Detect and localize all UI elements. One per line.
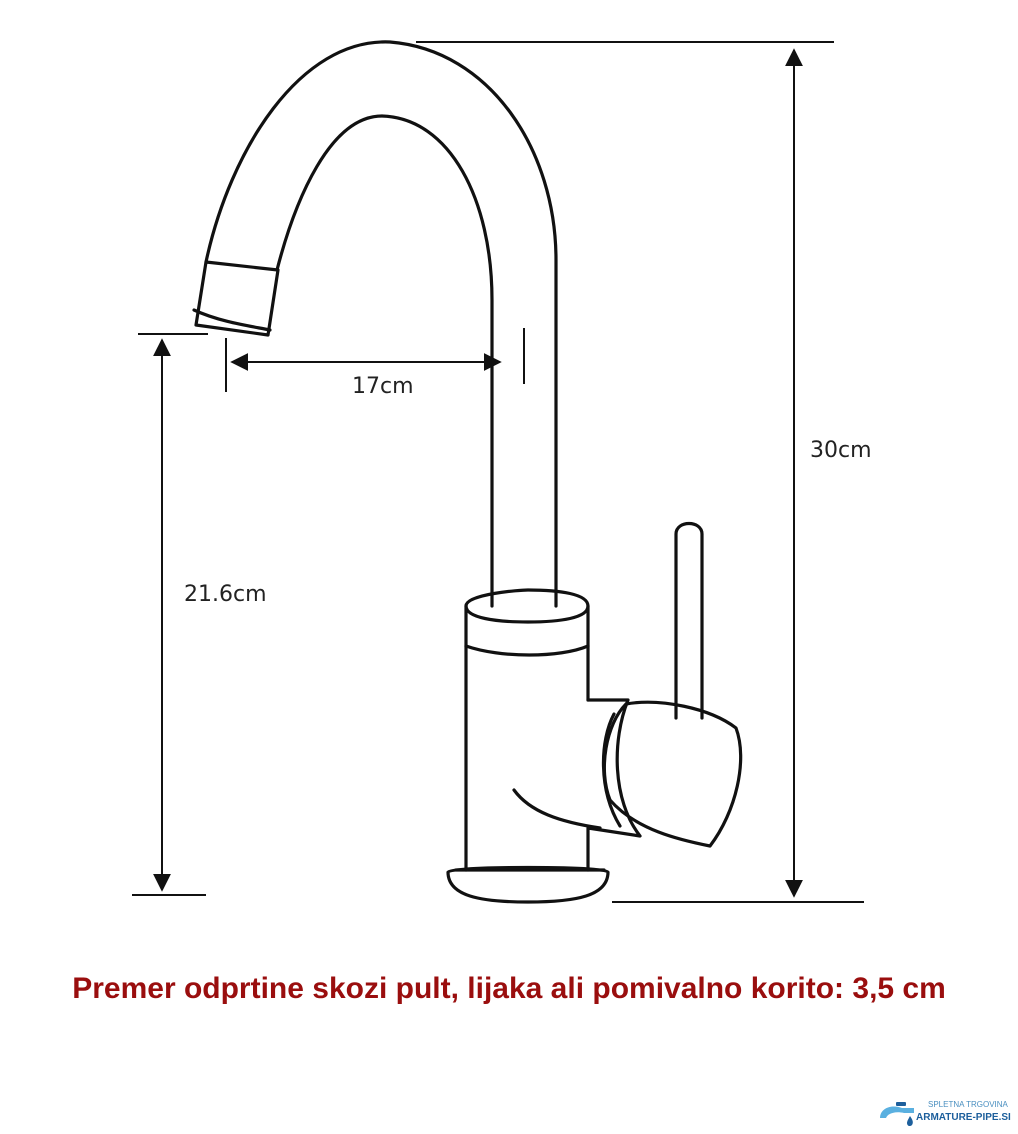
body-collar-top <box>464 588 590 624</box>
dimension-spout-reach <box>225 328 525 392</box>
dimension-total-height <box>416 41 864 903</box>
store-logo[interactable]: SPLETNA TRGOVINA ARMATURE-PIPE.SI <box>872 1096 1012 1132</box>
spout-height-label: 21.6cm <box>184 582 267 607</box>
logo-tagline: SPLETNA TRGOVINA <box>928 1100 1008 1109</box>
total-height-label: 30cm <box>810 438 872 463</box>
body-band <box>464 644 590 657</box>
spout-tip-ring <box>192 308 272 332</box>
spout-inner-curve <box>275 114 494 608</box>
logo-name: ARMATURE-PIPE.SI <box>916 1112 1011 1123</box>
faucet-outline <box>192 40 743 904</box>
handle-knob-outer <box>602 700 743 848</box>
handle-lever <box>674 521 704 720</box>
spout-aerator <box>194 260 280 337</box>
mounting-hole-caption: Premer odprtine skozi pult, lijaka ali p… <box>72 972 946 1005</box>
body-shadow-curve <box>512 788 602 830</box>
faucet-water-drop-icon <box>880 1102 914 1127</box>
faucet-dimension-drawing <box>132 40 864 904</box>
dimension-spout-height <box>132 333 208 896</box>
base-plate <box>446 865 610 904</box>
handle-housing <box>586 698 642 872</box>
handle-knob-inner <box>601 712 622 828</box>
spout-outer-curve <box>204 40 558 608</box>
spout-reach-label: 17cm <box>352 374 414 399</box>
